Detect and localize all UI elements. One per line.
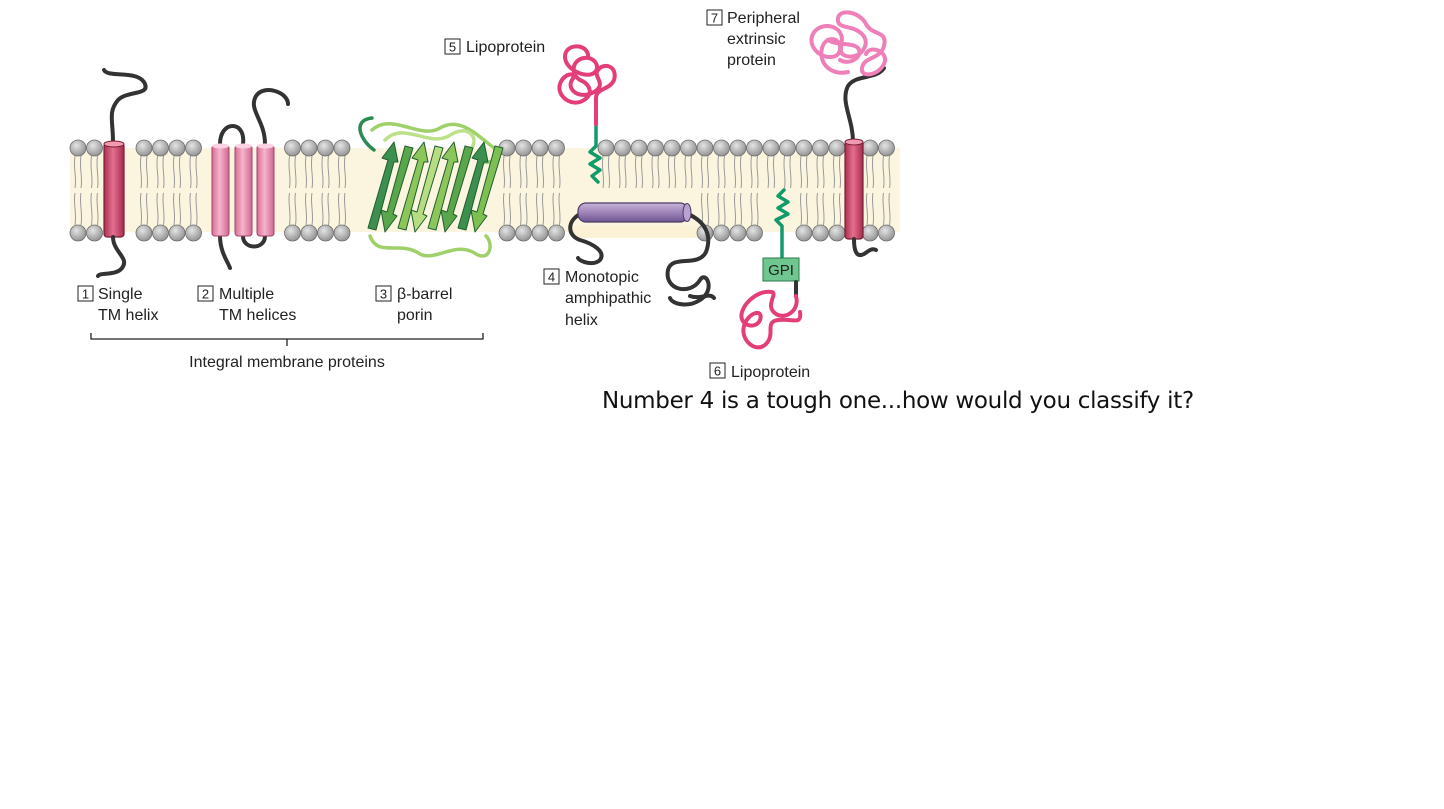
svg-text:5: 5 <box>449 40 456 55</box>
lipid-tails <box>73 155 891 226</box>
svg-text:TM helix: TM helix <box>98 307 158 324</box>
svg-text:Integral membrane proteins: Integral membrane proteins <box>189 354 385 371</box>
monotopic-amphipathic-helix <box>568 202 716 307</box>
lipoprotein-top <box>557 44 617 184</box>
svg-text:Multiple: Multiple <box>219 286 274 303</box>
svg-text:4: 4 <box>548 270 555 285</box>
svg-text:Monotopic: Monotopic <box>565 269 639 286</box>
svg-text:protein: protein <box>727 52 776 69</box>
svg-text:1: 1 <box>82 287 89 302</box>
svg-text:helix: helix <box>565 312 598 329</box>
label-lipoprotein-top: 5 Lipoprotein <box>444 38 545 56</box>
svg-text:Peripheral: Peripheral <box>727 10 800 27</box>
gpi-label: GPI <box>768 262 794 279</box>
svg-text:7: 7 <box>711 11 718 26</box>
beta-barrel-porin <box>358 116 504 258</box>
multiple-tm-helices-protein <box>211 88 290 270</box>
svg-text:β-barrel: β-barrel <box>397 286 452 303</box>
peripheral-extrinsic-protein <box>809 10 888 257</box>
label-multiple-tm-helices: 2 Multiple TM helices <box>197 285 296 324</box>
monotopic-region-shade <box>572 226 700 238</box>
label-peripheral-extrinsic: 7 Peripheral extrinsic protein <box>706 9 800 69</box>
question-text: Number 4 is a tough one...how would you … <box>602 388 1194 414</box>
svg-text:Lipoprotein: Lipoprotein <box>466 39 545 56</box>
integral-proteins-bracket: Integral membrane proteins <box>90 333 484 371</box>
label-beta-barrel-porin: 3 β-barrel porin <box>375 285 452 324</box>
label-monotopic-helix: 4 Monotopic amphipathic helix <box>543 268 651 329</box>
svg-text:Single: Single <box>98 286 143 303</box>
svg-text:Lipoprotein: Lipoprotein <box>731 364 810 381</box>
label-single-tm-helix: 1 Single TM helix <box>77 285 158 324</box>
svg-text:2: 2 <box>202 287 209 302</box>
gpi-anchor-box <box>762 257 800 282</box>
single-tm-helix-protein <box>96 68 148 278</box>
svg-text:6: 6 <box>714 364 721 379</box>
svg-text:3: 3 <box>380 287 387 302</box>
svg-text:porin: porin <box>397 307 433 324</box>
svg-text:TM helices: TM helices <box>219 307 296 324</box>
svg-text:extrinsic: extrinsic <box>727 31 786 48</box>
svg-text:amphipathic: amphipathic <box>565 290 651 307</box>
label-lipoprotein-bottom: 6 Lipoprotein <box>709 362 810 381</box>
lipid-heads <box>69 139 895 242</box>
gpi-anchored-lipoprotein: GPI <box>739 188 803 350</box>
